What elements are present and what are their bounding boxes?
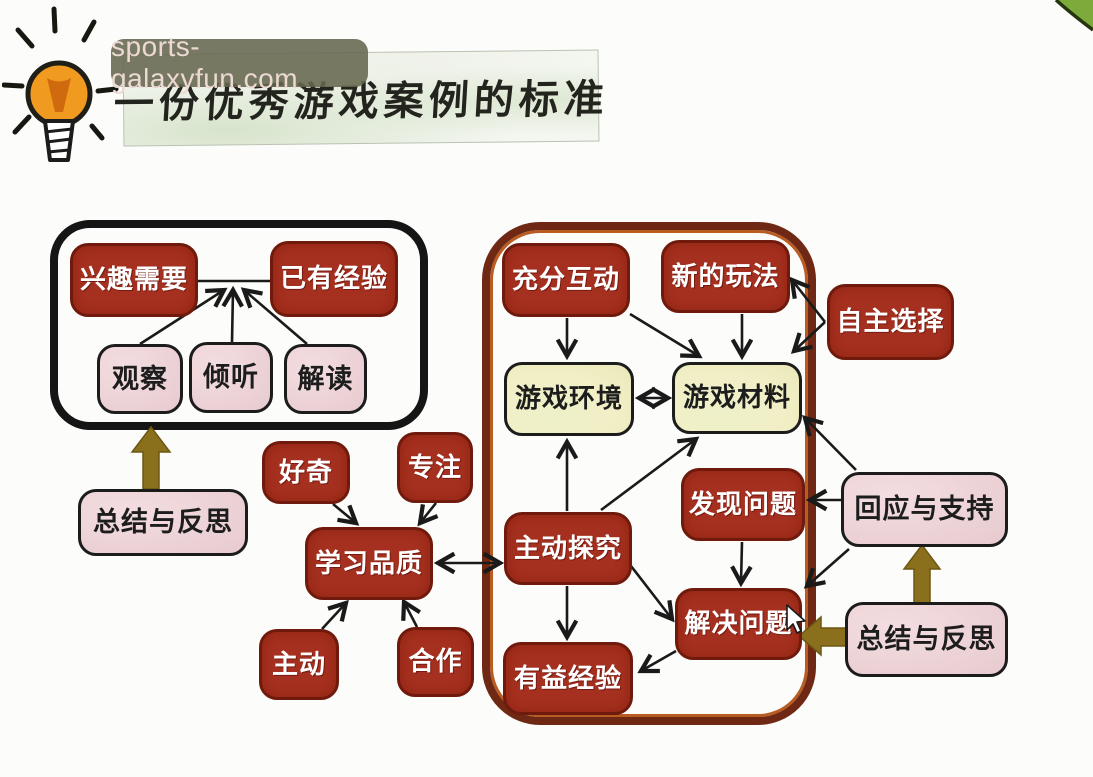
arrow-cooperation-to-quality [401,598,422,628]
arrow-initiative-to-quality [321,599,349,630]
node-game-materials: 游戏材料 [672,362,802,434]
arrow-reflect-to-support [902,543,942,605]
node-summary-reflect-left: 总结与反思 [78,489,248,556]
node-game-environment: 游戏环境 [504,362,634,436]
node-discover-problems: 发现问题 [681,468,805,541]
leaf-icon [1054,0,1093,32]
node-beneficial-experience: 有益经验 [503,642,633,715]
arrow-focus-to-quality [417,502,439,527]
watermark-text: sports-galaxyfun.com [111,31,299,94]
node-autonomous-choice: 自主选择 [827,284,954,360]
node-observe: 观察 [97,344,183,414]
node-listen: 倾听 [189,342,273,413]
node-interest-needs: 兴趣需要 [70,243,198,317]
node-full-interaction: 充分互动 [502,243,630,317]
node-interpret: 解读 [284,344,367,414]
lightbulb-icon [2,6,119,162]
node-new-play: 新的玩法 [661,240,790,313]
node-summary-reflect-right: 总结与反思 [845,602,1008,677]
node-solve-problems: 解决问题 [675,588,802,660]
node-cooperation: 合作 [397,627,474,697]
arrow-reflect-to-observation-group [130,425,172,490]
arrow-curiosity-to-quality [332,502,360,526]
node-prior-experience: 已有经验 [270,241,398,317]
mouse-cursor [786,604,806,634]
group-child-observation [50,220,428,430]
node-focus: 专注 [397,432,473,503]
watermark-badge: sports-galaxyfun.com [111,31,368,94]
node-active-exploration: 主动探究 [504,512,632,585]
node-learning-quality: 学习品质 [305,527,433,600]
group-game-process [482,222,816,725]
node-curiosity: 好奇 [262,441,350,504]
node-initiative: 主动 [259,629,339,700]
node-respond-support: 回应与支持 [841,472,1008,547]
